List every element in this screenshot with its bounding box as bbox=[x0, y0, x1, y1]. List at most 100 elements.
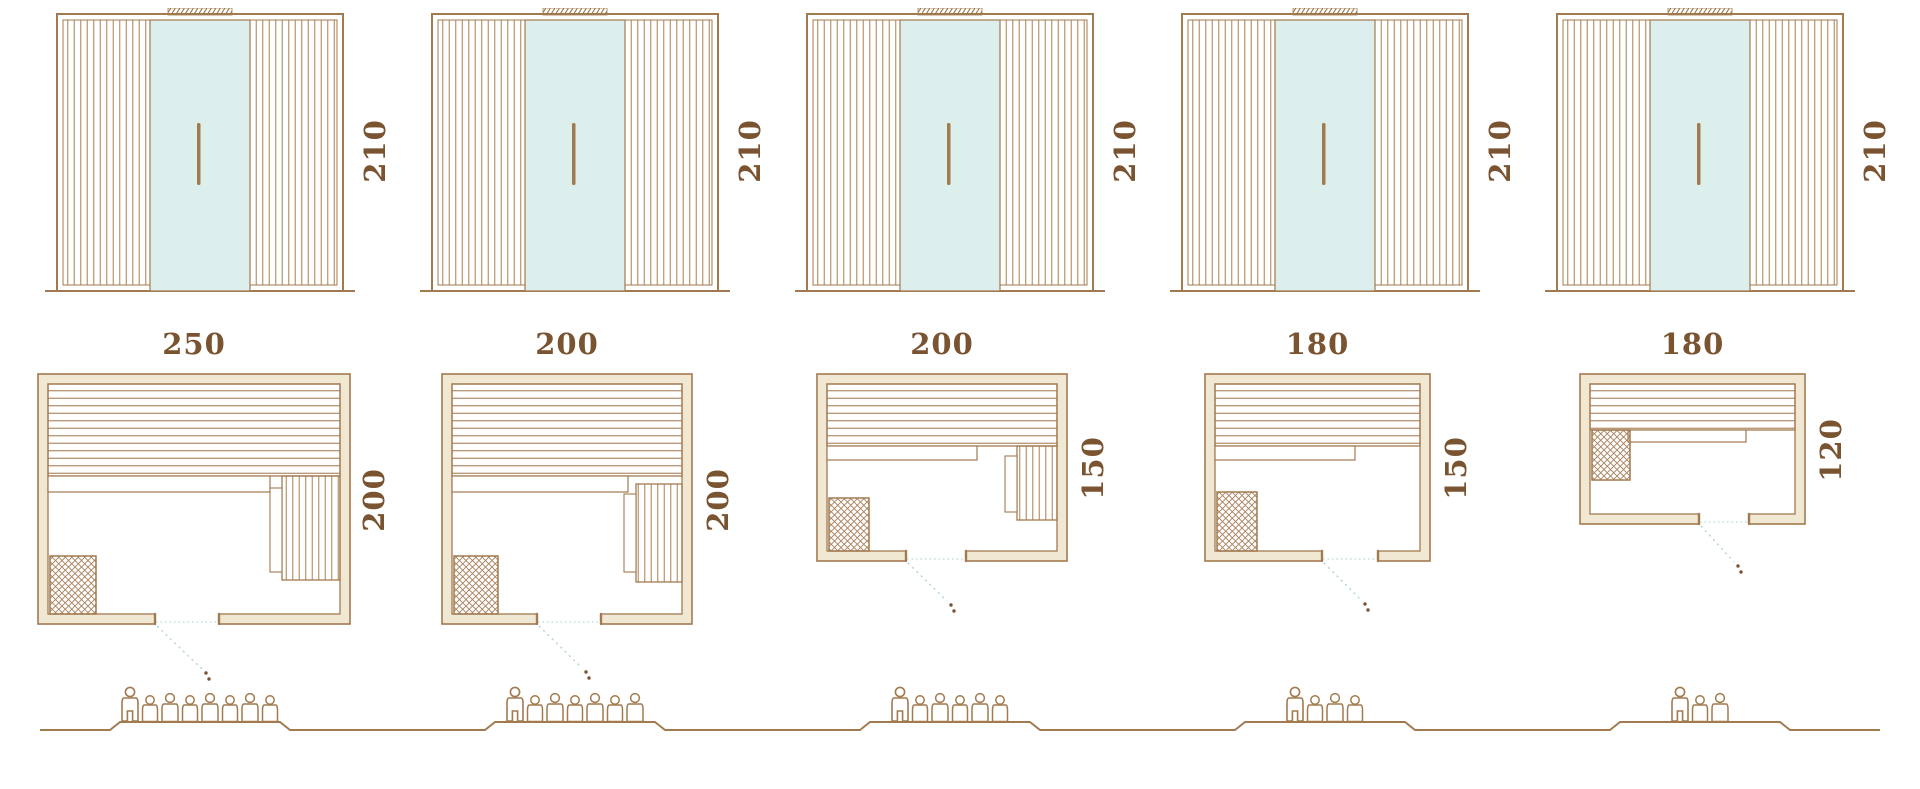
person-icon bbox=[566, 695, 584, 723]
side-bench-step bbox=[1004, 455, 1018, 513]
roof-hatch bbox=[1292, 8, 1358, 16]
sauna-elevation-1 bbox=[45, 8, 355, 298]
sauna-floorplan-2 bbox=[440, 372, 698, 692]
floorplan-drawing bbox=[37, 373, 351, 681]
person-icon bbox=[181, 695, 199, 723]
side-bench-step bbox=[623, 493, 637, 573]
upper-bench bbox=[47, 383, 341, 477]
person-icon bbox=[241, 692, 259, 723]
wood-slat-panel-right bbox=[999, 19, 1088, 286]
person-icon bbox=[141, 695, 159, 723]
door-swing-mark bbox=[207, 677, 211, 681]
capacity-group bbox=[1671, 686, 1729, 723]
floorplan-drawing bbox=[816, 373, 1068, 613]
wood-slat-panel-right bbox=[624, 19, 713, 286]
person-icon bbox=[586, 692, 604, 723]
elevation-drawing bbox=[1545, 8, 1855, 292]
upper-bench bbox=[451, 383, 683, 477]
wood-slat-panel-right bbox=[1749, 19, 1838, 286]
width-dimension-1: 250 bbox=[162, 327, 226, 361]
person-icon bbox=[931, 692, 949, 723]
upper-bench bbox=[1589, 383, 1796, 431]
elevation-drawing bbox=[45, 8, 355, 292]
door-swing-line bbox=[538, 625, 583, 669]
capacity-group bbox=[891, 686, 1009, 723]
wood-slat-panel-left bbox=[437, 19, 526, 286]
person-icon bbox=[1286, 686, 1304, 722]
sauna-elevation-3 bbox=[795, 8, 1105, 298]
wood-slat-panel-left bbox=[1562, 19, 1651, 286]
wood-slat-panel-left bbox=[62, 19, 151, 286]
side-bench bbox=[281, 475, 341, 581]
floorplan-drawing bbox=[1579, 373, 1806, 574]
width-dimension-5: 180 bbox=[1660, 327, 1725, 361]
door-swing-mark bbox=[1739, 570, 1743, 574]
heater bbox=[453, 555, 499, 615]
bench-step bbox=[47, 475, 271, 493]
sauna-floorplan-4 bbox=[1203, 372, 1436, 622]
upper-bench bbox=[826, 383, 1058, 447]
door-opening bbox=[536, 612, 602, 628]
door-opening bbox=[154, 612, 220, 628]
door-swing-line bbox=[156, 625, 203, 670]
roof-hatch bbox=[167, 8, 233, 16]
door-swing-line bbox=[907, 562, 948, 602]
person-icon bbox=[121, 686, 139, 722]
person-icon bbox=[221, 695, 239, 723]
person-icon bbox=[161, 692, 179, 723]
person-icon bbox=[891, 686, 909, 722]
person-icon bbox=[1306, 695, 1324, 723]
door-swing-mark bbox=[949, 603, 953, 607]
height-dimension-1: 210 bbox=[358, 119, 392, 183]
roof-hatch bbox=[1667, 8, 1733, 16]
person-icon bbox=[991, 695, 1009, 723]
door-opening bbox=[905, 549, 967, 565]
capacity-group bbox=[1286, 686, 1364, 723]
sauna-elevation-2 bbox=[420, 8, 730, 298]
sauna-elevation-4 bbox=[1170, 8, 1480, 298]
depth-dimension-5: 120 bbox=[1814, 418, 1848, 482]
side-bench bbox=[635, 483, 683, 583]
bench-step bbox=[451, 475, 629, 493]
wood-slat-panel-right bbox=[249, 19, 338, 286]
door-swing-line bbox=[1700, 525, 1735, 563]
side-bench bbox=[1016, 445, 1058, 521]
elevation-drawing bbox=[1170, 8, 1480, 292]
capacity-row bbox=[0, 630, 1920, 780]
door-swing-mark bbox=[204, 671, 208, 675]
heater bbox=[1216, 491, 1258, 552]
heater bbox=[1591, 429, 1631, 481]
door-opening bbox=[1698, 512, 1750, 528]
person-icon bbox=[1671, 686, 1689, 722]
door-swing-mark bbox=[1736, 564, 1740, 568]
floorplan-drawing bbox=[1204, 373, 1431, 612]
door-swing-line bbox=[1323, 562, 1362, 601]
bench-step bbox=[826, 445, 978, 461]
depth-dimension-1: 200 bbox=[357, 468, 391, 532]
wood-slat-panel-left bbox=[812, 19, 901, 286]
person-icon bbox=[626, 692, 644, 723]
person-icon bbox=[1711, 692, 1729, 723]
sauna-floorplan-3 bbox=[815, 372, 1073, 622]
sauna-floorplan-1 bbox=[36, 372, 356, 692]
door-swing-mark bbox=[587, 676, 591, 680]
door-handle bbox=[1322, 123, 1326, 185]
heater bbox=[49, 555, 97, 615]
person-icon bbox=[911, 695, 929, 723]
door-handle bbox=[947, 123, 951, 185]
person-icon bbox=[506, 686, 524, 722]
person-icon bbox=[201, 692, 219, 723]
door-handle bbox=[197, 123, 201, 185]
width-dimension-3: 200 bbox=[910, 327, 974, 361]
door-opening bbox=[1321, 549, 1379, 565]
upper-bench bbox=[1214, 383, 1421, 447]
person-icon bbox=[606, 695, 624, 723]
capacity-group bbox=[506, 686, 644, 723]
elevation-drawing bbox=[795, 8, 1105, 292]
roof-hatch bbox=[542, 8, 608, 16]
person-icon bbox=[526, 695, 544, 723]
wood-slat-panel-right bbox=[1374, 19, 1463, 286]
door-swing-mark bbox=[952, 609, 956, 613]
door-handle bbox=[1697, 123, 1701, 185]
height-dimension-5: 210 bbox=[1858, 119, 1892, 183]
